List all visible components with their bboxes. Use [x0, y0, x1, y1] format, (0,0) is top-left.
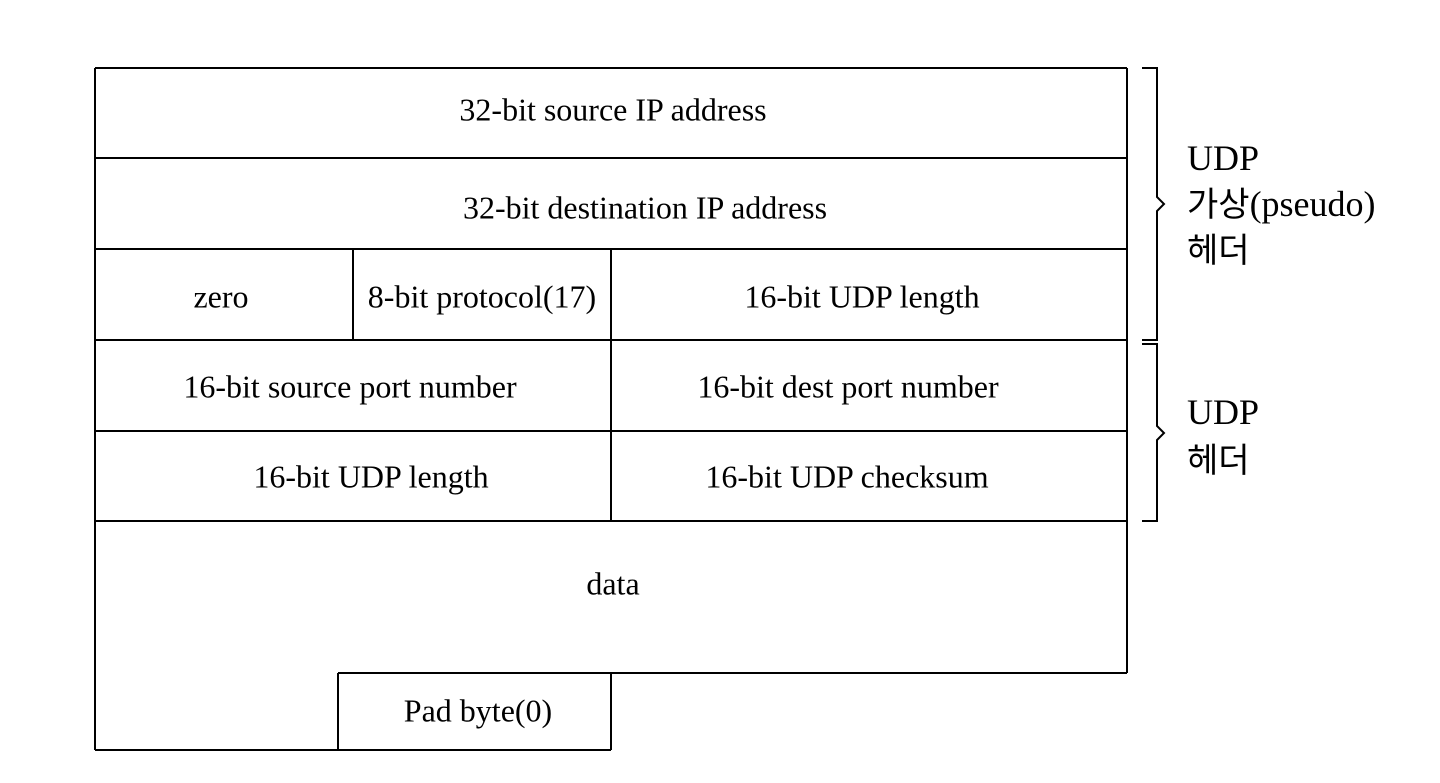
pseudo-udp-length-field: 16-bit UDP length — [744, 278, 979, 314]
pad-byte-field: Pad byte(0) — [404, 692, 552, 728]
protocol-field: 8-bit protocol(17) — [368, 278, 596, 314]
pseudo-label-line2: 가상(pseudo) — [1187, 184, 1376, 225]
pseudo-label-line3: 헤더 — [1187, 231, 1250, 271]
column-dividers — [352, 249, 612, 521]
udp-label-line2: 헤더 — [1187, 441, 1250, 481]
pseudo-label-line1: UDP — [1187, 138, 1259, 178]
diagram-frame — [94, 67, 1128, 751]
source-port-field: 16-bit source port number — [183, 368, 517, 404]
pseudo-header-label: UDP 가상(pseudo) 헤더 — [1187, 138, 1376, 271]
dest-port-field: 16-bit dest port number — [697, 368, 999, 404]
udp-header-label: UDP 헤더 — [1187, 392, 1259, 481]
source-ip-field: 32-bit source IP address — [459, 91, 766, 127]
pseudo-label-ko: 가상 — [1187, 185, 1250, 225]
dest-ip-field: 32-bit destination IP address — [463, 189, 827, 225]
zero-field: zero — [193, 278, 248, 314]
pseudo-header-brace — [1142, 67, 1166, 341]
pad-byte-box — [337, 672, 611, 750]
udp-header-brace — [1142, 343, 1166, 522]
udp-length-field: 16-bit UDP length — [253, 458, 488, 494]
pseudo-label-en: (pseudo) — [1250, 184, 1376, 224]
udp-label-line1: UDP — [1187, 392, 1259, 432]
data-field: data — [586, 565, 639, 601]
checksum-field: 16-bit UDP checksum — [705, 458, 988, 494]
